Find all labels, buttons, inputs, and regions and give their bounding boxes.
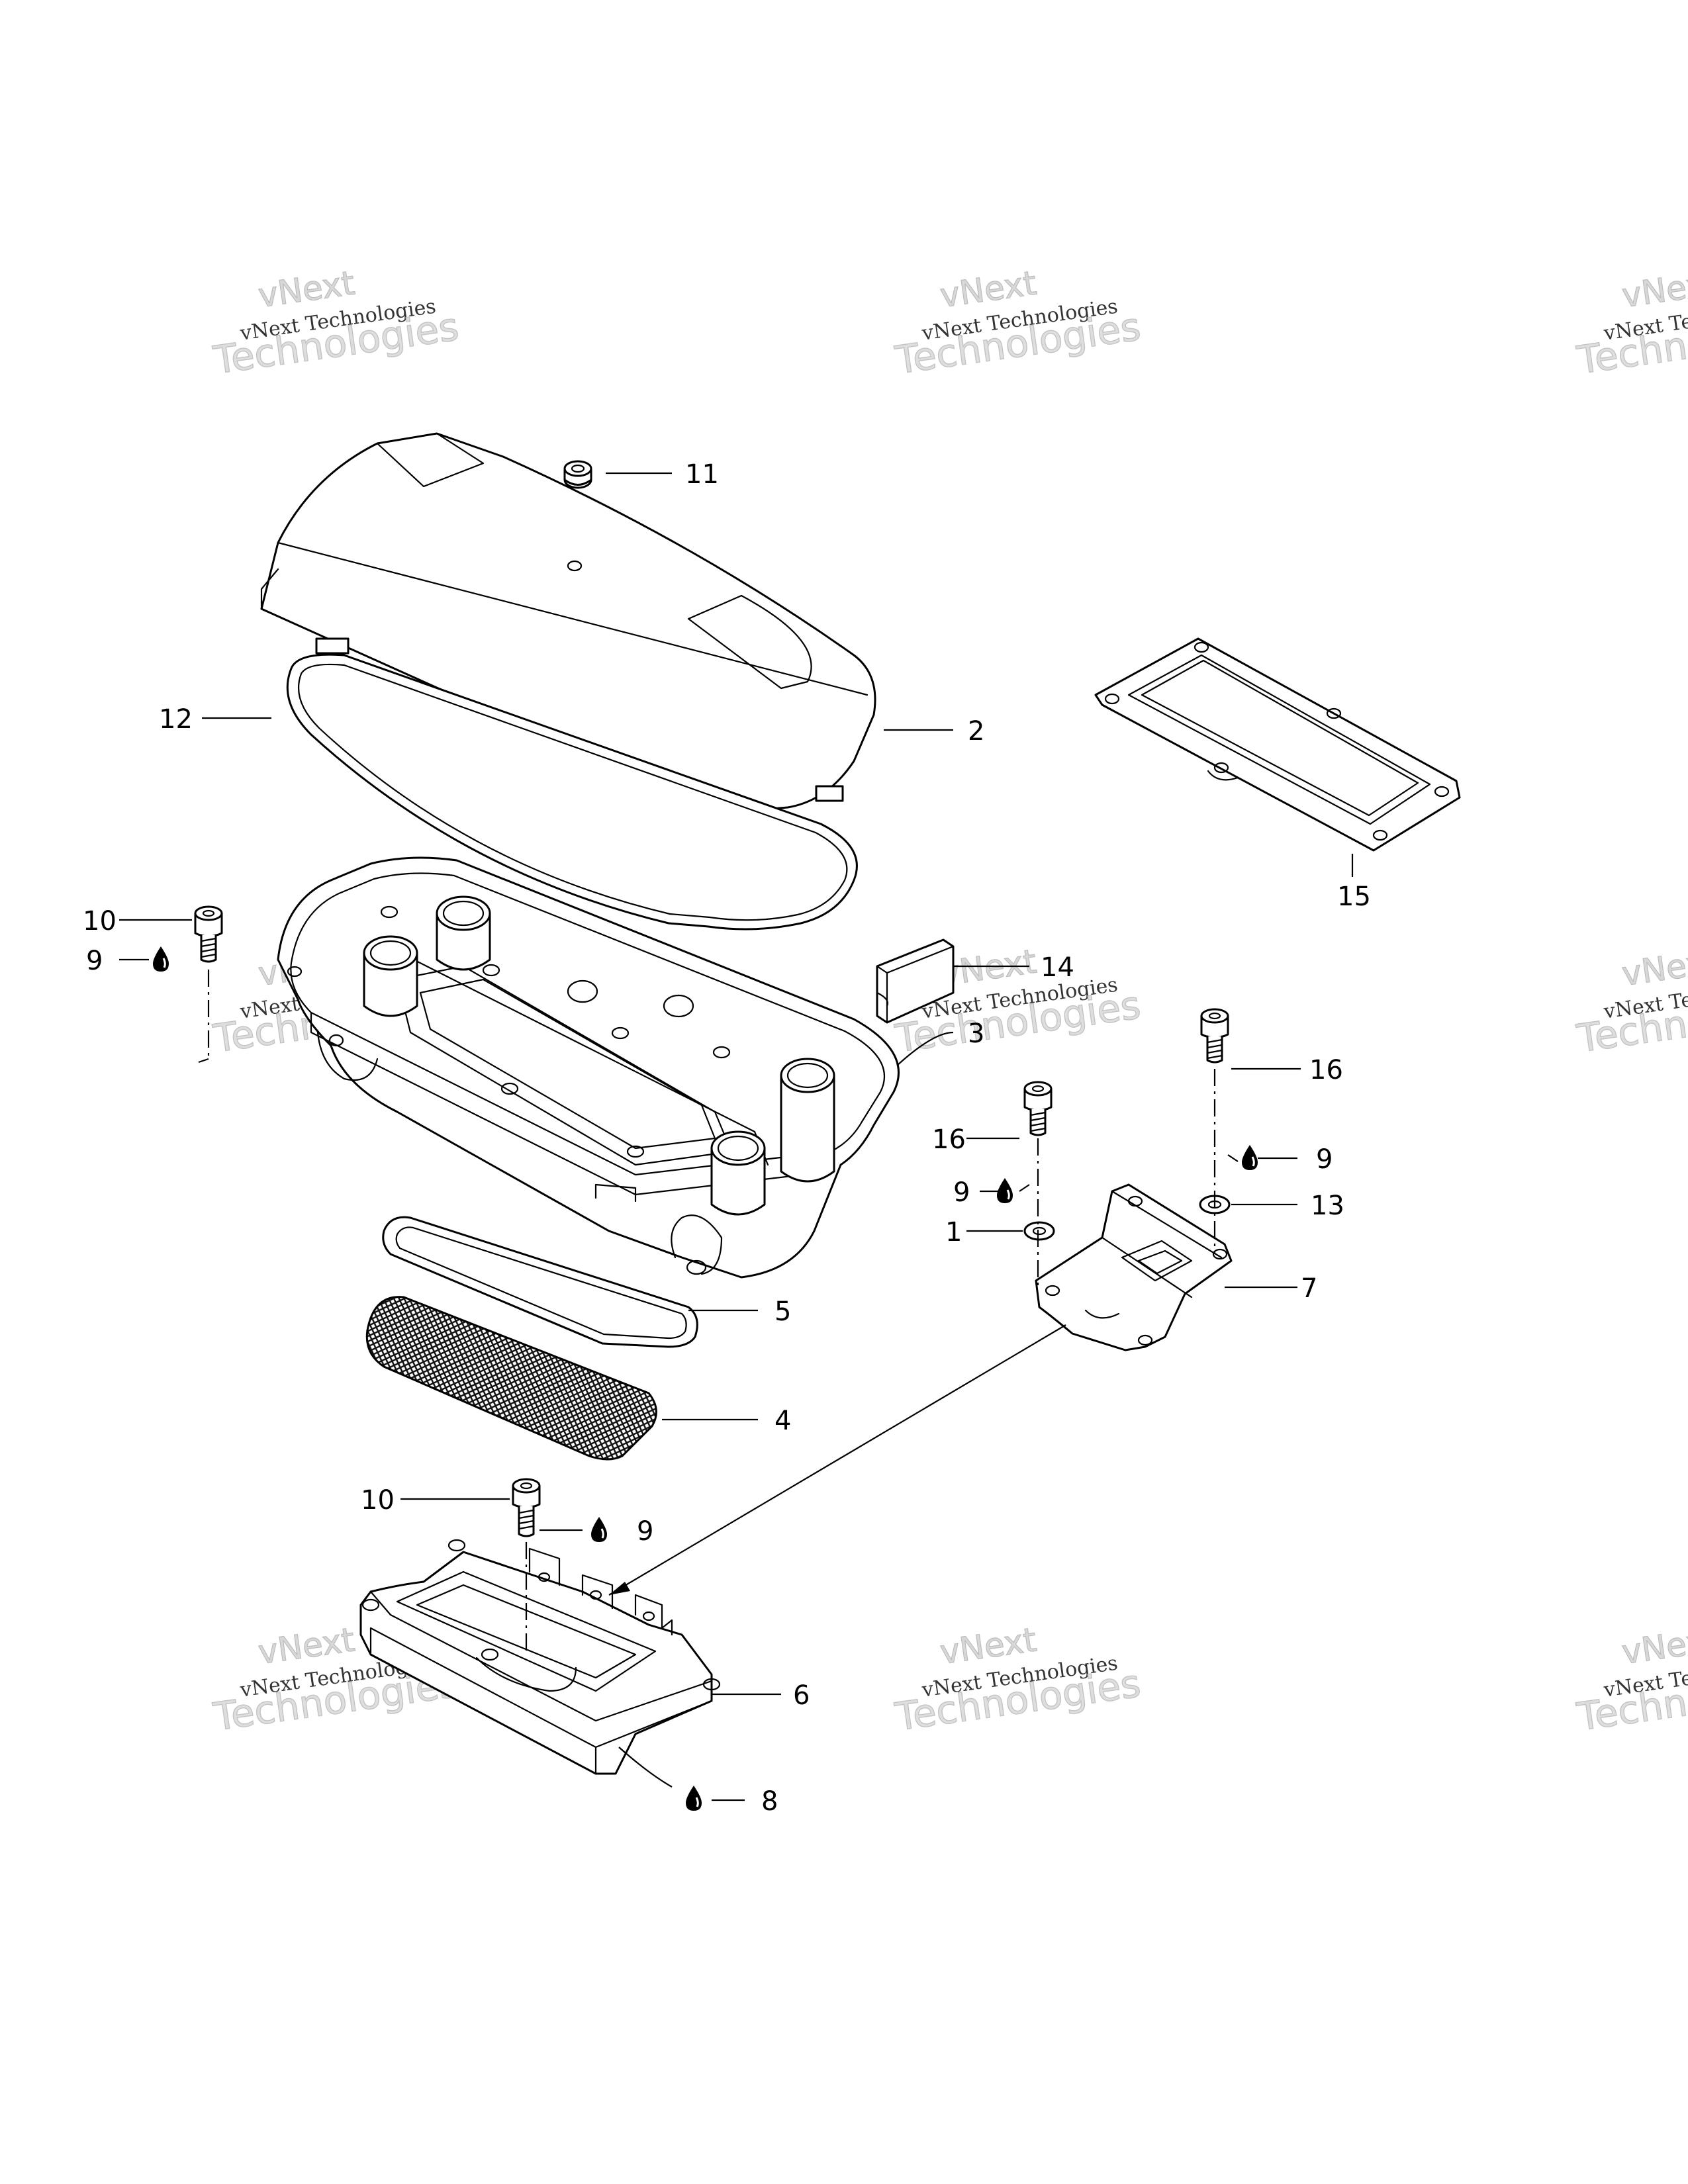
callouts: 11 12 2 15 10 9 14 3 16 16 9 9 13 1 7 5 … <box>83 459 1371 1817</box>
callout-16-left: 16 <box>932 1124 966 1155</box>
bolt-right-b <box>1200 1008 1229 1064</box>
callout-15: 15 <box>1337 882 1371 912</box>
base-tube <box>710 1130 766 1216</box>
lubricant-drop-icon <box>591 1517 607 1542</box>
lubricant-drop-icon <box>1242 1145 1258 1170</box>
watermark-line1: vNext <box>1620 263 1688 315</box>
callout-13: 13 <box>1311 1191 1344 1221</box>
callout-9-right: 9 <box>1316 1144 1333 1175</box>
leader-lines <box>119 472 1354 1801</box>
callout-3: 3 <box>968 1019 984 1049</box>
watermark: vNext vNext Technologies Technologies <box>1573 263 1688 383</box>
callout-5: 5 <box>774 1297 791 1327</box>
part-lower-housing <box>359 1539 721 1775</box>
callout-11: 11 <box>685 459 719 490</box>
part-cover <box>260 432 876 813</box>
cover-clip <box>815 785 844 802</box>
callout-6: 6 <box>793 1680 810 1711</box>
callout-2: 2 <box>968 716 984 747</box>
watermark: vNext vNext Technologies Technologies <box>210 263 462 383</box>
base-tube <box>363 935 418 1017</box>
watermark-line1: vNext <box>1620 1620 1688 1672</box>
callout-4: 4 <box>774 1406 791 1436</box>
callout-14: 14 <box>1041 952 1074 983</box>
part-cover-gasket <box>286 653 858 931</box>
bolt-right-a <box>1023 1081 1053 1136</box>
callout-16-right: 16 <box>1309 1055 1343 1085</box>
callout-12: 12 <box>159 704 193 735</box>
bolt-upper-left <box>194 905 223 963</box>
watermark: vNext vNext Technologies Technologies <box>1573 942 1688 1062</box>
watermark: vNext vNext Technologies Technologies <box>892 1620 1144 1740</box>
callout-9-upper: 9 <box>86 946 103 976</box>
callout-8: 8 <box>761 1786 778 1817</box>
bolt-lower <box>512 1478 541 1537</box>
watermark: vNext vNext Technologies Technologies <box>892 263 1144 383</box>
part-plate-gasket <box>1094 637 1461 852</box>
assembly-line <box>198 1058 209 1064</box>
callout-9-middle: 9 <box>953 1177 970 1208</box>
base-tube <box>436 895 491 971</box>
part-filter-gasket <box>382 1216 698 1348</box>
cover-clip <box>315 637 350 655</box>
watermark: vNext vNext Technologies Technologies <box>1573 1620 1688 1740</box>
lubricant-drop-icon <box>997 1178 1013 1203</box>
part-plug <box>563 460 592 489</box>
callout-9-lower: 9 <box>637 1516 653 1547</box>
washer-1 <box>1023 1221 1055 1241</box>
part-clip <box>876 938 955 1024</box>
callout-10-lower: 10 <box>361 1485 395 1516</box>
assembly-arrowhead <box>609 1582 630 1595</box>
lubricant-drop-icon <box>153 946 169 972</box>
callout-7: 7 <box>1301 1273 1317 1304</box>
watermark-line1: vNext <box>1620 942 1688 993</box>
assembly-arrow <box>608 1324 1066 1596</box>
callout-10-upper: 10 <box>83 906 117 936</box>
callout-1: 1 <box>945 1217 962 1248</box>
lubricant-drop-icon <box>686 1786 702 1811</box>
part-bracket <box>1035 1183 1233 1351</box>
base-tube <box>780 1058 835 1183</box>
part-base <box>277 856 900 1279</box>
part-filter-screen <box>365 1296 657 1461</box>
